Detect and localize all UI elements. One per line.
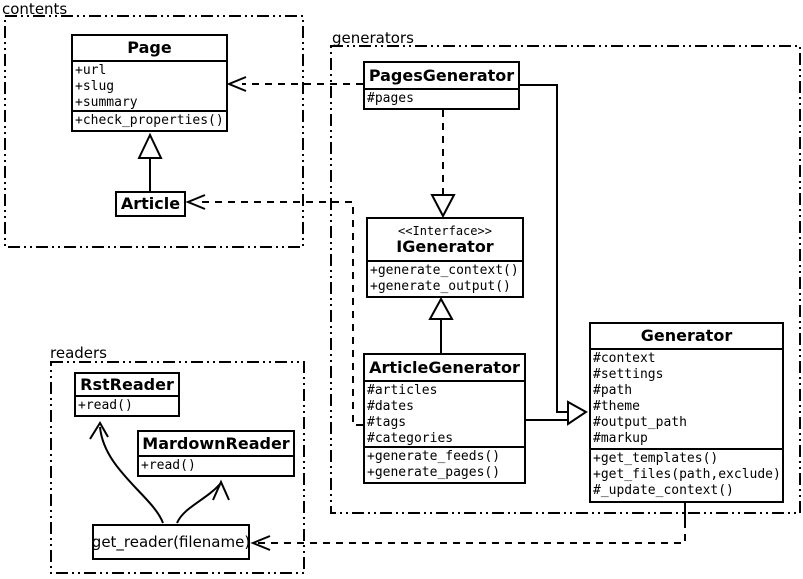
class-articlegenerator-name: ArticleGenerator (365, 355, 524, 382)
attribute: #categories (367, 431, 454, 446)
attribute: #dates (367, 399, 414, 414)
class-generator-attributes: #context #settings #path #theme #output_… (591, 350, 782, 450)
attribute: #theme (593, 399, 640, 414)
interface-igenerator-title: <<Interface>> IGenerator (368, 219, 522, 262)
method: +generate_feeds() (367, 449, 501, 464)
inheritance-triangle-icon (428, 296, 454, 320)
class-generator: Generator #context #settings #path #them… (589, 322, 784, 503)
attribute: #output_path (593, 415, 687, 430)
attribute: #pages (367, 91, 414, 106)
attribute: #settings (593, 367, 664, 382)
package-contents-border (4, 15, 304, 248)
class-article-name: Article (120, 194, 181, 213)
attribute: +url (75, 63, 107, 78)
articlegenerator-article-dependency-line (202, 201, 363, 426)
pagesgenerator-generator-inheritance-line (520, 84, 568, 413)
getreader-markdownreader-arrow-curve (176, 483, 221, 524)
attribute: #markup (593, 431, 648, 446)
class-article: Article (115, 191, 186, 217)
inheritance-triangle-icon (567, 400, 588, 426)
class-page-attributes: +url +slug +summary (73, 62, 226, 112)
class-markdownreader-name: MardownReader (139, 432, 293, 457)
inheritance-triangle-icon (137, 132, 163, 159)
method: +generate_output() (370, 279, 511, 294)
open-arrowhead-icon (226, 76, 247, 92)
method: #_update_context() (593, 483, 734, 498)
open-arrowhead-icon (250, 535, 271, 551)
attribute: +slug (75, 79, 115, 94)
attribute: #path (593, 383, 633, 398)
class-markdownreader: MardownReader +read() (137, 430, 295, 477)
open-arrowhead-icon (89, 421, 109, 440)
realization-triangle-icon (430, 194, 456, 219)
class-generator-methods: +get_templates() +get_files(path,exclude… (591, 450, 782, 501)
class-rstreader-methods: +read() (76, 397, 178, 415)
package-contents-label: contents (2, 0, 68, 18)
class-pagesgenerator: PagesGenerator #pages (363, 61, 520, 110)
class-page-name: Page (73, 36, 226, 62)
method: +get_files(path,exclude) (593, 467, 781, 482)
class-rstreader-name: RstReader (76, 374, 178, 397)
method: +generate_pages() (367, 465, 501, 480)
class-page-methods: +check_properties() (73, 112, 226, 130)
method: +get_templates() (593, 451, 719, 466)
method: +check_properties() (75, 113, 224, 128)
package-generators-label: generators (332, 29, 414, 47)
package-readers-border (50, 361, 305, 574)
method: +generate_context() (370, 263, 519, 278)
interface-igenerator-name: IGenerator (396, 236, 494, 256)
open-arrowhead-icon (185, 194, 206, 210)
attribute: #articles (367, 383, 438, 398)
attribute: #context (593, 351, 656, 366)
getreader-rstreader-arrow-curve (99, 426, 164, 524)
class-articlegenerator: ArticleGenerator #articles #dates #tags … (363, 353, 526, 484)
method: +read() (141, 458, 196, 473)
class-articlegenerator-attributes: #articles #dates #tags #categories (365, 382, 524, 448)
attribute: +summary (75, 95, 138, 110)
interface-igenerator: <<Interface>> IGenerator +generate_conte… (366, 217, 524, 298)
class-generator-name: Generator (591, 324, 782, 350)
attribute: #tags (367, 415, 407, 430)
generator-getreader-dependency-line (256, 521, 686, 544)
class-articlegenerator-methods: +generate_feeds() +generate_pages() (365, 448, 524, 482)
class-pagesgenerator-attributes: #pages (365, 90, 518, 108)
class-rstreader: RstReader +read() (74, 372, 180, 417)
package-readers-label: readers (50, 344, 107, 362)
package-generators-border (330, 45, 801, 514)
get-reader-node: get_reader(filename) (92, 524, 250, 560)
method: +read() (78, 398, 133, 413)
class-page: Page +url +slug +summary +check_properti… (71, 34, 228, 132)
interface-stereotype: <<Interface>> (398, 223, 492, 238)
open-arrowhead-icon (212, 479, 230, 501)
interface-igenerator-methods: +generate_context() +generate_output() (368, 262, 522, 296)
class-markdownreader-methods: +read() (139, 457, 293, 475)
class-pagesgenerator-name: PagesGenerator (365, 63, 518, 90)
